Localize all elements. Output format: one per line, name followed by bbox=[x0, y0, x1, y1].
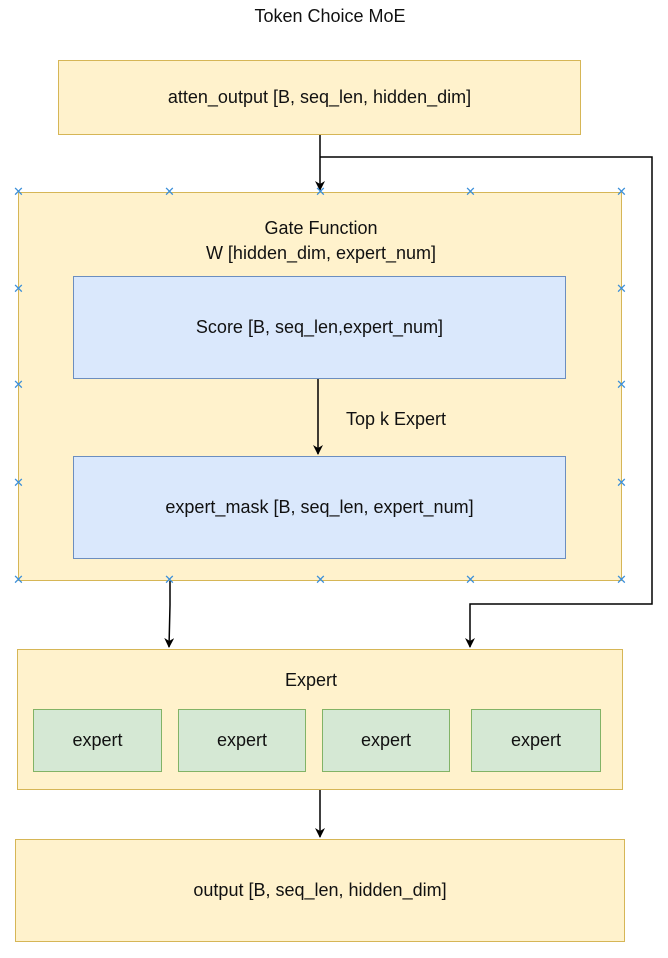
expert-box[interactable]: expert bbox=[33, 709, 162, 772]
gate-function-weight: W [hidden_dim, expert_num] bbox=[205, 243, 437, 263]
output-box[interactable]: output [B, seq_len, hidden_dim] bbox=[15, 839, 625, 942]
top-k-expert-label: Top k Expert bbox=[346, 409, 447, 429]
selection-handle-icon[interactable]: ✕ bbox=[164, 184, 175, 199]
selection-handle-icon[interactable]: ✕ bbox=[13, 475, 24, 490]
selection-handle-icon[interactable]: ✕ bbox=[13, 572, 24, 587]
expert-box[interactable]: expert bbox=[471, 709, 601, 772]
arrow-gate-to-expert bbox=[164, 581, 175, 648]
selection-handle-icon[interactable]: ✕ bbox=[465, 184, 476, 199]
gate-function-title: Gate Function bbox=[264, 218, 378, 238]
expert-label: expert bbox=[510, 730, 562, 750]
expert-label: expert bbox=[216, 730, 268, 750]
diagram-title: Token Choice MoE bbox=[254, 6, 406, 26]
expert-mask-box[interactable]: expert_mask [B, seq_len, expert_num] bbox=[73, 456, 566, 559]
selection-handle-icon[interactable]: ✕ bbox=[164, 572, 175, 587]
selection-handle-icon[interactable]: ✕ bbox=[465, 572, 476, 587]
atten-output-box[interactable]: atten_output [B, seq_len, hidden_dim] bbox=[58, 60, 581, 135]
output-label: output [B, seq_len, hidden_dim] bbox=[193, 880, 447, 900]
expert-label: expert bbox=[360, 730, 412, 750]
expert-box[interactable]: expert bbox=[178, 709, 306, 772]
score-box[interactable]: Score [B, seq_len,expert_num] bbox=[73, 276, 566, 379]
expert-box[interactable]: expert bbox=[322, 709, 450, 772]
expert-group-title: Expert bbox=[284, 670, 338, 690]
selection-handle-icon[interactable]: ✕ bbox=[616, 475, 627, 490]
selection-handle-icon[interactable]: ✕ bbox=[616, 572, 627, 587]
selection-handle-icon[interactable]: ✕ bbox=[315, 572, 326, 587]
selection-handle-icon[interactable]: ✕ bbox=[616, 281, 627, 296]
selection-handle-icon[interactable]: ✕ bbox=[315, 184, 326, 199]
selection-handle-icon[interactable]: ✕ bbox=[13, 377, 24, 392]
expert-mask-label: expert_mask [B, seq_len, expert_num] bbox=[165, 497, 474, 517]
selection-handle-icon[interactable]: ✕ bbox=[616, 377, 627, 392]
score-label: Score [B, seq_len,expert_num] bbox=[195, 317, 444, 337]
selection-handle-icon[interactable]: ✕ bbox=[13, 184, 24, 199]
atten-output-label: atten_output [B, seq_len, hidden_dim] bbox=[167, 87, 472, 107]
selection-handle-icon[interactable]: ✕ bbox=[616, 184, 627, 199]
selection-handle-icon[interactable]: ✕ bbox=[13, 281, 24, 296]
expert-label: expert bbox=[72, 730, 123, 750]
